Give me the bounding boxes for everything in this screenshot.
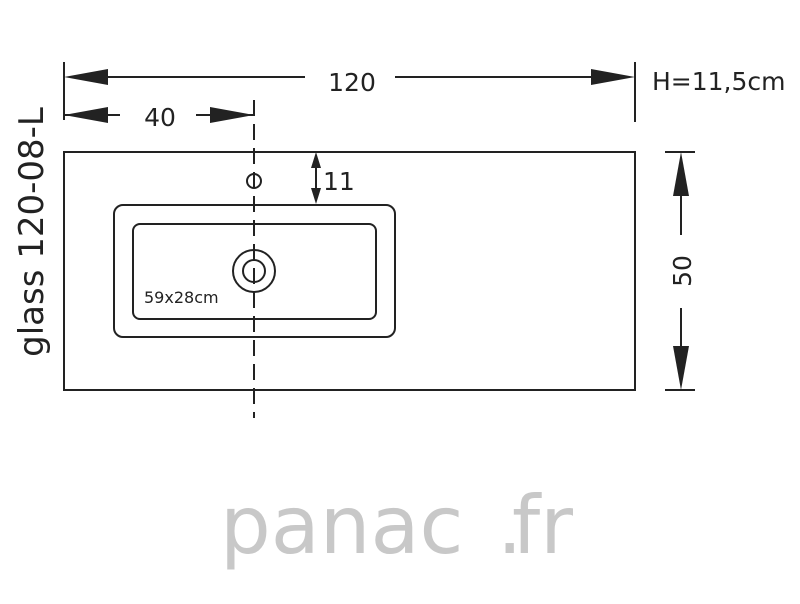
- tap-offset-value: 40: [144, 103, 176, 132]
- brand-name: panac: [220, 479, 464, 572]
- arrow-right-icon: [210, 107, 254, 123]
- tap-offset-dimension: 40: [64, 103, 254, 132]
- depth-dimension: 50: [665, 151, 697, 391]
- brand-dot: .: [497, 479, 522, 572]
- arrow-down-icon: [673, 346, 689, 390]
- basin-size-label: 59x28cm: [144, 288, 219, 307]
- drain-icon: [232, 249, 276, 293]
- tap-edge-value: 11: [323, 167, 355, 196]
- brand-tld: fr: [512, 479, 573, 572]
- arrow-down-icon: [311, 188, 321, 204]
- depth-value: 50: [668, 255, 697, 287]
- arrow-left-icon: [64, 69, 108, 85]
- countertop-outline: [63, 151, 636, 391]
- arrow-right-icon: [591, 69, 635, 85]
- tap-hole-icon: [246, 173, 262, 189]
- width-dimension: 120: [63, 62, 636, 122]
- model-label: glass 120-08-L: [12, 107, 52, 357]
- arrow-up-icon: [673, 152, 689, 196]
- brand-watermark: panac . fr: [220, 479, 573, 572]
- arrow-left-icon: [64, 107, 108, 123]
- arrow-up-icon: [311, 152, 321, 168]
- height-note: H=11,5cm: [652, 67, 786, 96]
- tap-edge-dimension: 11: [311, 152, 355, 204]
- width-value: 120: [328, 68, 376, 97]
